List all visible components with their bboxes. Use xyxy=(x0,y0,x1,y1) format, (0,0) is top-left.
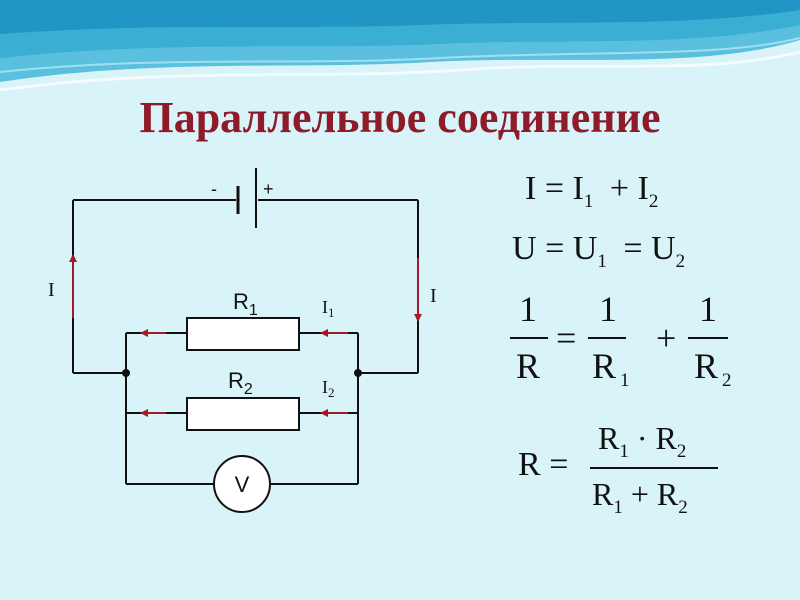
formula-current: I = I1 + I2 xyxy=(525,170,659,212)
current-arrows xyxy=(69,254,422,417)
r2-label: R2 xyxy=(228,368,253,398)
fraction-bar xyxy=(588,337,626,339)
formula-r-numerator: R1 · R2 xyxy=(598,420,687,462)
fraction-den-r: R xyxy=(515,346,540,386)
fraction-bar xyxy=(510,337,548,339)
formula-voltage: U = U1 = U2 xyxy=(512,230,686,272)
junction-left xyxy=(122,369,130,377)
r1-label: R1 xyxy=(233,289,258,319)
voltmeter xyxy=(213,455,271,513)
equals-sign: = xyxy=(556,318,577,358)
i1-label: I1 xyxy=(322,297,335,320)
fraction-bar xyxy=(688,337,728,339)
junction-right xyxy=(354,369,362,377)
page-title: Параллельное соединение xyxy=(139,93,661,142)
i2-label: I2 xyxy=(322,377,335,400)
current-label-right: I xyxy=(430,285,437,307)
plus-sign: + xyxy=(656,318,677,358)
formula-r-lhs: R = xyxy=(518,446,569,483)
formula-r-denominator: R1 + R2 xyxy=(592,476,688,518)
fraction-1-over-r: 1 xyxy=(519,289,537,329)
battery xyxy=(236,168,257,228)
battery-minus-label: - xyxy=(211,179,217,199)
resistor-r2 xyxy=(186,397,300,431)
voltmeter-label: V xyxy=(235,472,250,497)
fraction-bar xyxy=(590,467,718,469)
current-label-left: I xyxy=(48,279,55,301)
fraction-1-over-r2-num: 1 xyxy=(699,289,717,329)
battery-plus-label: + xyxy=(263,179,274,199)
resistor-r1 xyxy=(186,317,300,351)
fraction-1-over-r1-num: 1 xyxy=(599,289,617,329)
